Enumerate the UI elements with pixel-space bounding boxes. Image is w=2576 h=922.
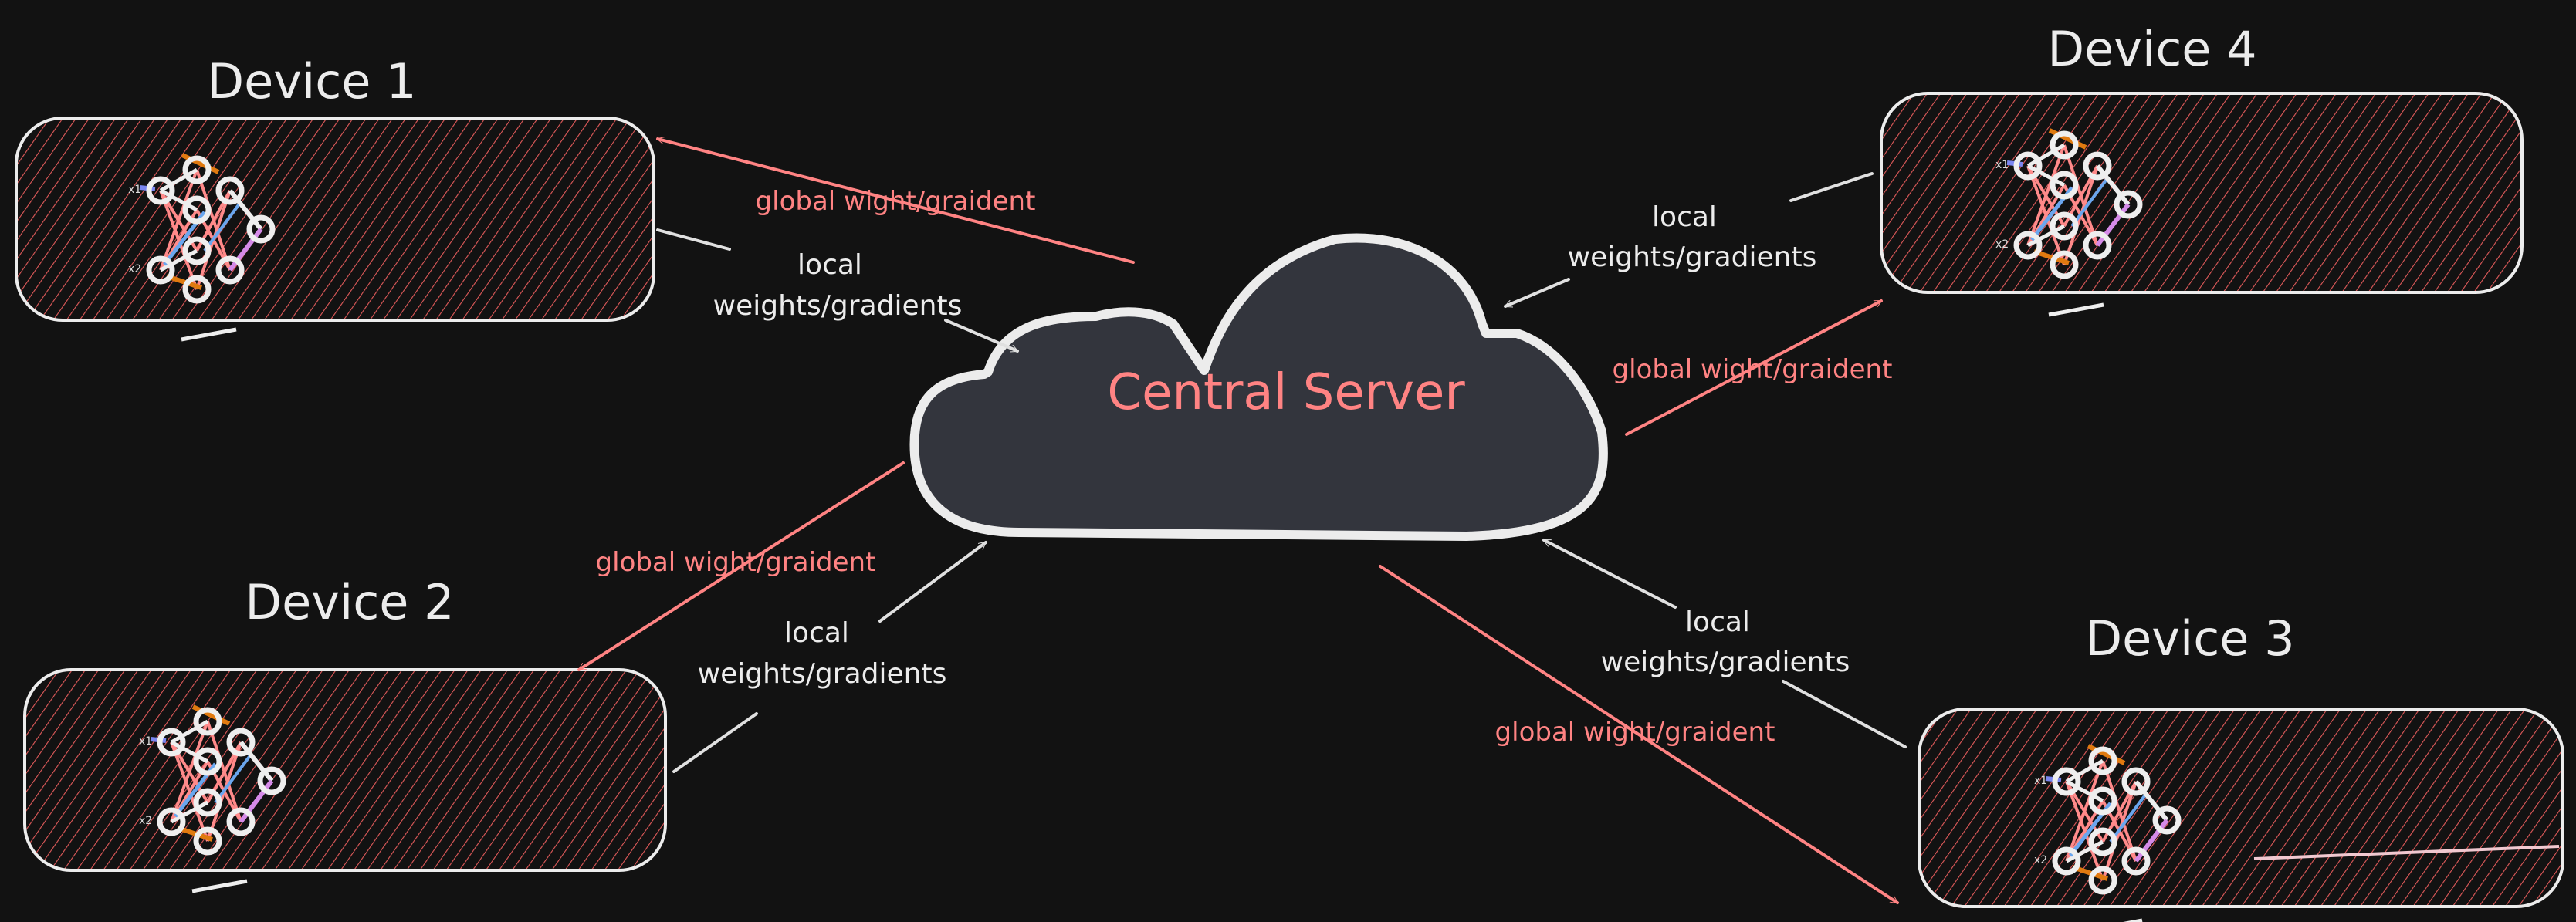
local-arrow-device-4 (1504, 278, 1570, 308)
global-arrow-to-device-3 (1379, 565, 1899, 904)
neural-network-icon: x1 x2 (139, 707, 283, 891)
local-arrow-device-2 (878, 541, 987, 623)
device-2: Device 2 x1 x2 (23, 574, 667, 891)
svg-text:x2: x2 (1995, 238, 2009, 251)
local-arrow-device-1 (944, 319, 1019, 353)
local-label-device-1: local (797, 249, 862, 281)
local-line-device-4 (1789, 172, 1874, 202)
device-4: Device 4 x1 x2 (1880, 21, 2524, 315)
global-label-device-2: global wight/graident (596, 547, 876, 578)
local-line-device-3 (1782, 680, 1907, 748)
device-4-title: Device 4 (2047, 21, 2256, 77)
device-2-title: Device 2 (245, 574, 454, 630)
device-1: Device 1 x1 x2 (15, 53, 655, 339)
neural-network-icon: x1 x2 (128, 155, 272, 339)
device-3-title: Device 3 (2085, 610, 2294, 667)
local-label-device-1-line2: weights/gradients (713, 290, 963, 322)
svg-text:x2: x2 (128, 263, 141, 275)
global-arrow-to-device-4 (1625, 299, 1883, 436)
global-arrow-to-device-2 (577, 461, 905, 671)
global-label-device-3: global wight/graident (1495, 717, 1775, 748)
device-4-box (1880, 92, 2524, 294)
local-arrow-device-3 (1542, 539, 1677, 609)
local-label-device-4: local (1652, 201, 1717, 233)
local-label-device-4-line2: weights/gradients (1568, 241, 1817, 273)
local-label-device-3: local (1685, 606, 1750, 638)
central-server-label: Central Server (1107, 364, 1465, 421)
local-label-device-2-line2: weights/gradients (698, 658, 947, 690)
svg-text:x1: x1 (1995, 159, 2009, 171)
svg-text:x1: x1 (139, 735, 152, 748)
svg-text:x2: x2 (139, 815, 152, 827)
device-2-box (23, 668, 667, 872)
device-3-box (1918, 708, 2564, 908)
neural-network-icon: x1 x2 (2034, 746, 2178, 922)
global-label-device-1: global wight/graident (756, 186, 1036, 217)
svg-text:x1: x1 (2034, 775, 2047, 787)
local-label-device-2: local (784, 617, 849, 649)
device-1-title: Device 1 (207, 53, 416, 110)
svg-text:x2: x2 (2034, 854, 2047, 866)
global-label-device-4: global wight/graident (1613, 354, 1893, 385)
global-arrow-to-device-1 (658, 139, 1135, 264)
device-1-box (15, 117, 655, 322)
neural-network-icon: x1 x2 (1995, 130, 2140, 315)
local-label-device-3-line2: weights/gradients (1601, 647, 1850, 678)
local-line-device-2 (672, 712, 758, 773)
central-server-cloud (909, 233, 1608, 541)
svg-text:x1: x1 (128, 184, 141, 196)
device-3: Device 3 x1 x2 (1918, 610, 2564, 922)
local-line-device-1 (656, 228, 731, 251)
